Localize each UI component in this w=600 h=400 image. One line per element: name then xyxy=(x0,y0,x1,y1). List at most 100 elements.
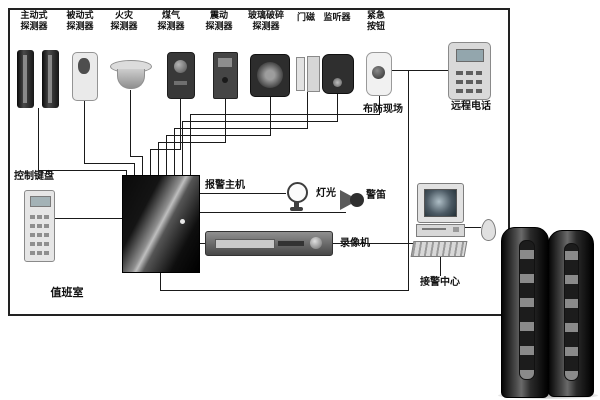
connector-line xyxy=(198,243,206,244)
passive-infrared-detector-icon xyxy=(72,52,98,101)
computer-keyboard-icon xyxy=(410,241,468,257)
speaker-grille xyxy=(257,62,283,88)
lamp-stem xyxy=(294,201,299,207)
detector-lens-stripe xyxy=(48,55,52,103)
connector-line xyxy=(182,121,338,122)
beam-tower-icon xyxy=(501,227,549,398)
connector-line xyxy=(463,227,481,228)
vcr-icon xyxy=(205,231,333,256)
connector-line xyxy=(166,135,271,136)
connector-line xyxy=(158,142,226,143)
vibration-detector-icon xyxy=(213,52,238,99)
detector-bar xyxy=(17,50,34,108)
connector-line xyxy=(84,98,85,164)
label-glass-break-detector: 玻璃破碎 探测器 xyxy=(247,11,284,32)
door-magnet-icon xyxy=(296,56,320,92)
label-vibration-detector: 震动 探测器 xyxy=(205,11,233,32)
label-fire-detector: 火灾 探测器 xyxy=(110,11,138,32)
detector-bar xyxy=(42,50,59,108)
label-emergency-button: 紧急 按钮 xyxy=(366,11,385,32)
gas-detector-icon xyxy=(167,52,195,99)
connector-line xyxy=(142,156,143,176)
connector-line xyxy=(174,128,175,176)
detector-dome xyxy=(117,69,145,89)
label-alarm-host: 报警主机 xyxy=(205,180,245,191)
connector-line xyxy=(307,89,308,128)
connector-line xyxy=(38,108,39,170)
label-armed-site: 布防现场 xyxy=(363,104,403,115)
connector-line xyxy=(38,170,127,171)
label-door-magnet: 门磁 xyxy=(296,13,315,23)
panic-button xyxy=(372,66,385,79)
alarm-host-icon xyxy=(122,175,200,273)
active-infrared-detector-icon xyxy=(17,50,60,108)
label-alarm-center: 接警中心 xyxy=(420,277,460,288)
label-vcr: 录像机 xyxy=(340,238,370,249)
label-control-keypad: 控制键盘 xyxy=(14,171,54,182)
magnet-bar xyxy=(296,57,305,91)
connector-line xyxy=(190,114,380,115)
connector-line xyxy=(130,156,143,157)
connector-line xyxy=(84,163,135,164)
lamp-bulb xyxy=(287,182,308,203)
beam-windows xyxy=(564,243,579,381)
vcr-knob xyxy=(310,237,322,249)
computer-system-unit-icon xyxy=(416,224,465,237)
connector-line xyxy=(174,128,308,129)
drive-slot xyxy=(422,228,446,230)
connector-line xyxy=(225,97,226,142)
connector-line xyxy=(134,163,135,176)
vcr-buttons xyxy=(278,241,304,246)
listener-icon xyxy=(322,54,354,94)
connector-line xyxy=(150,149,151,176)
connector-line xyxy=(270,95,271,135)
glass-break-detector-icon xyxy=(250,54,290,97)
emergency-button-icon xyxy=(366,52,392,96)
keypad-display xyxy=(30,196,51,207)
connector-line xyxy=(331,243,414,244)
connector-line xyxy=(130,90,131,156)
tape-slot xyxy=(215,239,275,249)
connector-line xyxy=(150,149,181,150)
host-led xyxy=(180,219,185,224)
gas-sensor-eye xyxy=(174,60,187,73)
label-light: 灯光 xyxy=(316,188,336,199)
connector-line xyxy=(160,271,161,290)
connector-line xyxy=(126,170,127,176)
label-active-detector: 主动式 探测器 xyxy=(20,11,48,32)
connector-line xyxy=(408,70,409,290)
lamp-icon xyxy=(286,182,308,212)
connector-line xyxy=(166,135,167,176)
lamp-base xyxy=(290,207,303,211)
connector-line xyxy=(379,94,380,114)
connector-line xyxy=(182,121,183,176)
connector-line xyxy=(440,256,441,276)
mouse-icon xyxy=(481,219,496,241)
vibration-panel xyxy=(218,58,232,67)
label-gas-detector: 煤气 探测器 xyxy=(157,11,185,32)
tower-shadow xyxy=(498,392,598,399)
gas-vent-slot xyxy=(174,81,187,85)
connector-line xyxy=(198,212,346,213)
vibration-dot xyxy=(222,77,228,83)
label-remote-phone: 远程电话 xyxy=(451,101,491,112)
control-keypad-icon xyxy=(24,190,55,262)
beam-windows xyxy=(519,240,535,380)
power-button xyxy=(453,227,459,232)
label-passive-detector: 被动式 探测器 xyxy=(66,11,94,32)
connector-line xyxy=(160,290,409,291)
connector-line xyxy=(190,114,191,176)
microphone-hole xyxy=(333,78,342,87)
phone-keypad xyxy=(456,66,482,93)
connector-line xyxy=(158,142,159,176)
connector-line xyxy=(337,92,338,121)
connector-line xyxy=(198,193,286,194)
label-siren: 警笛 xyxy=(366,190,386,201)
computer-monitor-icon xyxy=(417,183,464,223)
phone-screen xyxy=(456,49,484,62)
label-listener: 监听器 xyxy=(323,13,351,23)
beam-tower-icon xyxy=(548,230,594,397)
connector-line xyxy=(53,218,122,219)
connector-line xyxy=(391,70,449,71)
